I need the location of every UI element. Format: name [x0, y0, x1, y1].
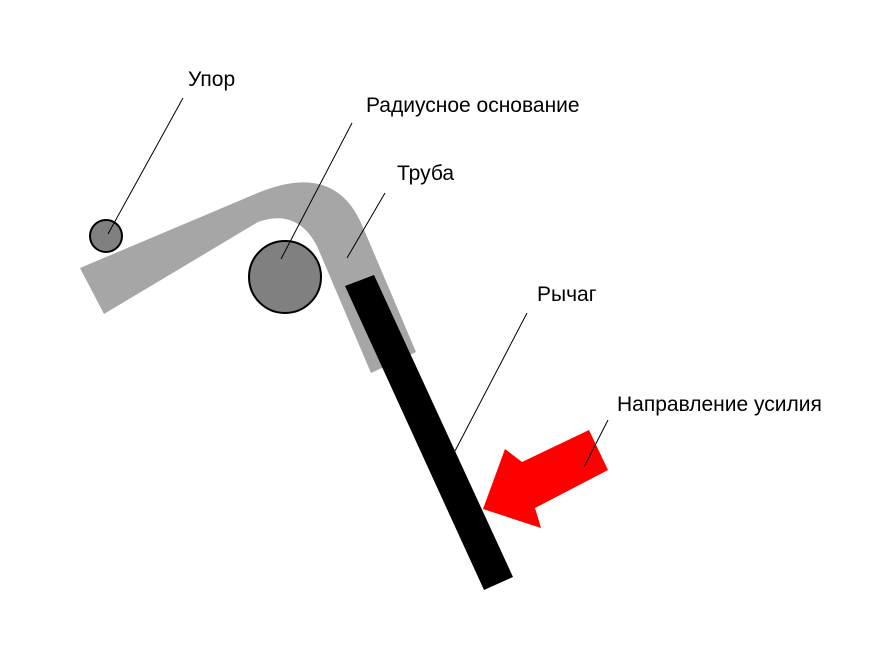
pipe-shape: [80, 182, 416, 373]
leader-line-force: [583, 419, 609, 468]
label-stop: Упор: [188, 68, 235, 91]
label-radius-base: Радиусное основание: [366, 94, 580, 117]
radius-base-circle: [248, 240, 322, 314]
label-force-direction: Направление усилия: [617, 393, 822, 416]
label-pipe: Труба: [397, 162, 454, 185]
leader-line-stop: [107, 97, 184, 235]
lever-bar: [345, 275, 513, 590]
leader-line-radius-base: [280, 122, 353, 260]
label-lever: Рычаг: [537, 283, 597, 306]
leader-line-pipe: [346, 192, 386, 259]
leader-line-lever: [454, 312, 528, 452]
force-arrow: [483, 430, 608, 528]
stop-circle: [89, 219, 123, 253]
